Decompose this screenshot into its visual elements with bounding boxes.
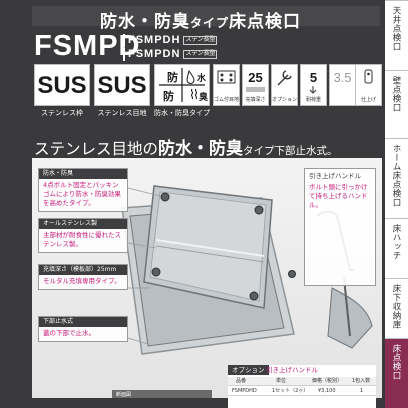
table-header-cell: 単位 (276, 378, 287, 384)
table-header-cell: 価格（税別） (312, 378, 343, 384)
tab-label: 壁点検口 (391, 76, 401, 112)
headline-emphasis: 防水・防臭 (158, 139, 244, 159)
icon-char: 防 (167, 70, 178, 84)
model-name: FSMPD (34, 30, 141, 62)
tool-icon (277, 70, 292, 86)
headline-part: ステンレス目地の (34, 140, 159, 158)
callout-head: オールステンレス製 (39, 219, 127, 229)
option-header: オプション 引き上げハンドル (228, 365, 376, 375)
feature-label: ステンレス目地 (97, 109, 147, 117)
icon-char: 防 (163, 89, 174, 103)
chip-label: オプション (272, 97, 298, 103)
sus-mark: SUS (97, 72, 147, 99)
tab-underfloor-storage[interactable]: 床下収納庫 (385, 278, 408, 338)
option-title: 引き上げハンドル (266, 366, 318, 374)
tab-label: 床ハッチ (391, 224, 401, 260)
chip-value: 5 (309, 70, 318, 85)
table-cell: ¥3,100 (318, 388, 336, 394)
tab-label: 床下収納庫 (391, 284, 401, 329)
callout-body: ボルト頭に引っかけて持ち上げるハンドル。 (309, 183, 368, 209)
sus-mark: SUS (37, 72, 87, 99)
feature-waterproof: 防 水 防 臭 防水・防臭タイプ (154, 64, 210, 118)
table-row: FSMPDHD 1セット（2ヶ） ¥3,100 1 (228, 387, 376, 396)
title-tail: 床点検口 (229, 12, 302, 32)
spec-chip: 3.5 (329, 64, 356, 106)
table-cell: FSMPDHD (232, 388, 257, 394)
feature-box: SUS (34, 64, 90, 106)
callout-stainless: オールステンレス製 主部材が耐食性に優れたステンレス製。 (38, 218, 128, 253)
page-title: 防水・防臭タイプ床点検口 (100, 7, 301, 32)
chip-value: 25 (248, 70, 263, 85)
headline: ステンレス目地の防水・防臭タイプ下部止水式。 (34, 134, 338, 159)
callout-head: 防水・防臭 (39, 169, 127, 179)
tab-floor-hatch[interactable]: 床ハッチ (385, 218, 408, 278)
load-icon (309, 86, 317, 94)
category-tabs: 天井点検口 壁点検口 ホーム床点検口 床ハッチ 床下収納庫 床点検口 (385, 0, 408, 408)
variant-tag: ステン長型 (183, 35, 218, 45)
variant-code-text: FSMPDN (128, 48, 181, 60)
table-header-row: 品番 単位 価格（税別） 1包入数 (228, 377, 376, 386)
headline-part: タイプ (243, 145, 275, 157)
option-table: オプション 引き上げハンドル 品番 単位 価格（税別） 1包入数 FSMPDHD… (228, 365, 376, 408)
spec-chip: 5 耐荷重 (300, 64, 327, 106)
callout-body: 蓋の下部で止水。 (43, 329, 95, 337)
chip-value: 3.5 (333, 70, 352, 85)
chip-label: ゴム付目地 (214, 97, 240, 103)
chip-label: 仕上げ (360, 97, 376, 103)
callout-head: 充填深さ（模板部）25mm (39, 265, 127, 275)
spec-chip: 仕上げ (355, 64, 382, 106)
feature-sus-joint: SUS ステンレス目地 (94, 64, 150, 118)
icon-char: 臭 (199, 91, 209, 103)
spec-chip: オプション (271, 64, 298, 106)
variant-code-text: FSMPDH (128, 34, 181, 46)
spec-chip: 25 充填深さ (242, 64, 269, 106)
callout-head: 引き上げハンドル (305, 169, 375, 181)
callout-body: モルタル充填専用タイプ。 (43, 277, 121, 285)
table-header-cell: 1包入数 (352, 378, 371, 384)
spec-chip: ゴム付目地 (213, 64, 240, 106)
callout-body: 4点ボルト固定とパッキンゴムにより防水・防臭効果を高めたタイプ。 (43, 181, 121, 207)
headline-part: 下部止水式。 (274, 145, 338, 157)
tab-label: 床点検口 (391, 344, 401, 380)
section-caption: 断面図 (112, 390, 212, 398)
table-header-cell: 品番 (236, 378, 247, 384)
tab-ceiling-access[interactable]: 天井点検口 (385, 0, 408, 70)
callout-seal: 下部止水式 蓋の下部で止水。 (38, 316, 128, 342)
feature-sus-frame: SUS ステンレス枠 (34, 64, 90, 118)
callout-depth: 充填深さ（模板部）25mm モルタル充填専用タイプ。 (38, 264, 128, 290)
callout-head: 下部止水式 (39, 317, 127, 327)
chip-label: 充填深さ (245, 97, 266, 103)
hatch-illustration (121, 185, 373, 355)
depth-icon (246, 87, 265, 92)
tab-home-floor-access[interactable]: ホーム床点検口 (385, 138, 408, 218)
handle-callout: 引き上げハンドル ボルト頭に引っかけて持ち上げるハンドル。 (304, 168, 376, 286)
rubber-joint-icon (217, 70, 236, 84)
tab-label: 天井点検口 (391, 6, 401, 51)
title-main: 防水・防臭 (100, 12, 190, 32)
table-cell: 1 (360, 388, 364, 394)
icon-char: 水 (197, 72, 207, 84)
feature-box: SUS (94, 64, 150, 106)
feature-label: ステンレス枠 (41, 109, 83, 117)
tab-wall-access[interactable]: 壁点検口 (385, 70, 408, 138)
waterproof-icon: 防 水 防 臭 (159, 68, 209, 103)
callout-body: 主部材が耐食性に優れたステンレス製。 (43, 231, 121, 248)
title-bar (32, 6, 380, 26)
variant-tag: ステン長型 (183, 49, 218, 59)
option-tag: オプション (228, 365, 269, 375)
feature-label: 防水・防臭タイプ (154, 109, 210, 117)
chip-label: 耐荷重 (305, 97, 321, 103)
product-photo: 防水・防臭 4点ボルト固定とパッキンゴムにより防水・防臭効果を高めたタイプ。 オ… (32, 158, 382, 398)
tab-floor-access[interactable]: 床点検口 (385, 338, 408, 408)
table-cell: 1セット（2ヶ） (272, 388, 309, 394)
title-small: タイプ (190, 16, 230, 30)
callout-waterproof: 防水・防臭 4点ボルト固定とパッキンゴムにより防水・防臭効果を高めたタイプ。 (38, 168, 128, 212)
feature-box: 防 水 防 臭 (154, 64, 210, 106)
tab-label: ホーム床点検口 (391, 144, 401, 207)
finish-icon (364, 69, 373, 84)
